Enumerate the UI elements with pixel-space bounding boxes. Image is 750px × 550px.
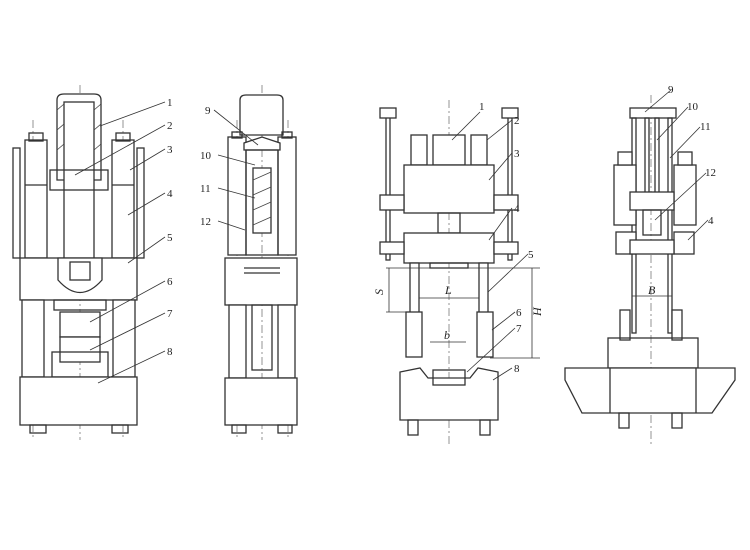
dimension-l: L: [444, 283, 452, 297]
view-a-callouts: 1 2 3 4 5 6 7 8: [74, 97, 173, 384]
callout-7: 7: [516, 323, 522, 335]
callout-1: 1: [479, 101, 485, 113]
callout-12: 12: [705, 167, 716, 179]
view-c-callouts: 1 2 3 4 5 6 7 8 S L H b: [372, 101, 544, 381]
callout-2: 2: [514, 115, 520, 127]
callout-12: 12: [200, 216, 211, 228]
callout-9: 9: [205, 105, 211, 117]
callout-2: 2: [167, 120, 173, 132]
callout-4: 4: [514, 203, 520, 215]
callout-4: 4: [167, 188, 173, 200]
callout-6: 6: [167, 276, 173, 288]
callout-1: 1: [167, 97, 173, 109]
press-side-dimension-view: [564, 95, 736, 445]
view-d-callouts: 9 10 11 12 4 B: [644, 84, 716, 297]
press-side-section-view: [224, 85, 298, 440]
callout-8: 8: [167, 346, 173, 358]
callout-4: 4: [708, 215, 714, 227]
callout-10: 10: [200, 150, 212, 162]
callout-10: 10: [687, 101, 699, 113]
callout-3: 3: [167, 144, 173, 156]
dimension-s: S: [372, 289, 386, 295]
callout-11: 11: [700, 121, 711, 133]
dimension-b-upper: B: [648, 283, 656, 297]
callout-11: 11: [200, 183, 211, 195]
view-b-callouts: 9 10 11 12: [200, 105, 259, 231]
callout-6: 6: [516, 307, 522, 319]
callout-8: 8: [514, 363, 520, 375]
press-front-dimension-view: [379, 100, 540, 445]
press-front-section-view: [12, 85, 145, 440]
callout-5: 5: [167, 232, 173, 244]
callout-3: 3: [514, 148, 520, 160]
dimension-h: H: [530, 306, 544, 317]
callout-9: 9: [668, 84, 674, 96]
callout-7: 7: [167, 308, 173, 320]
dimension-b-lower: b: [444, 328, 450, 342]
callout-5: 5: [528, 249, 534, 261]
